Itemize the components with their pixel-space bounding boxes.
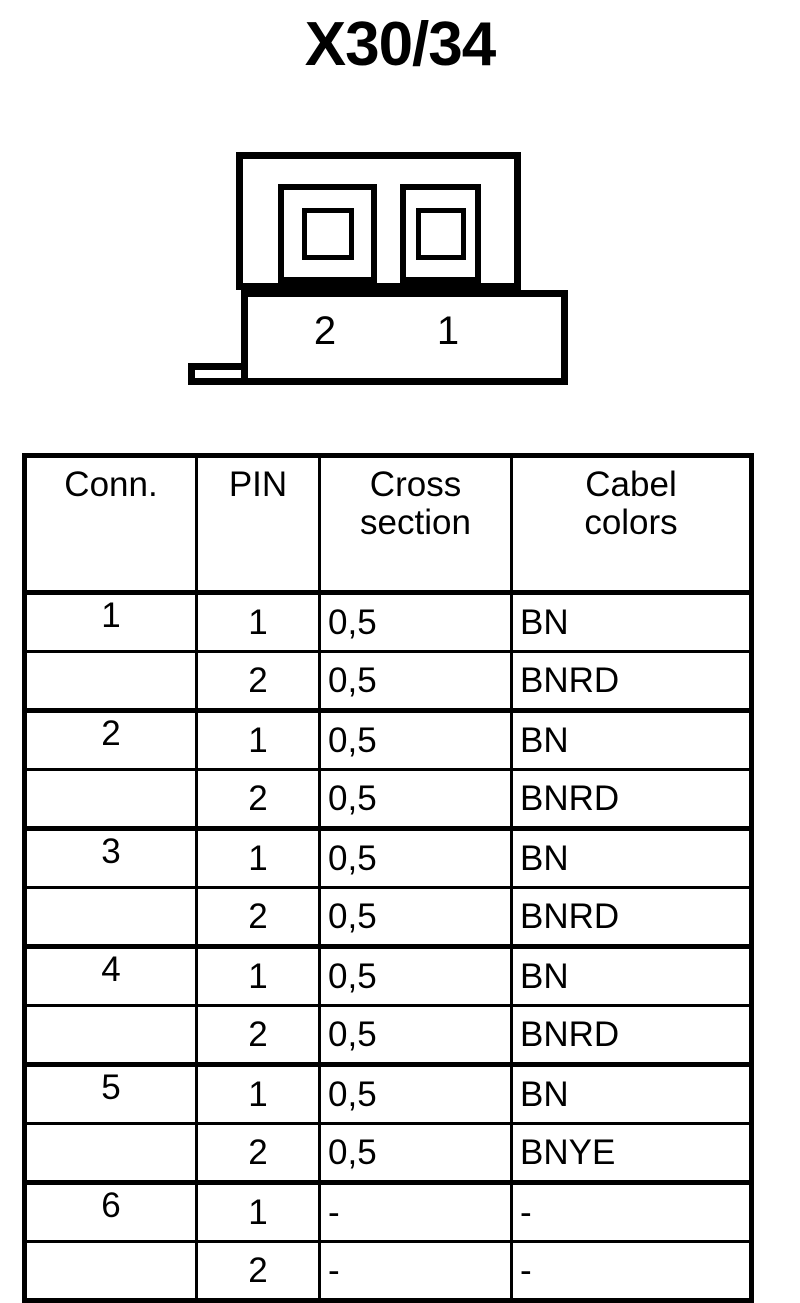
- cell-conn: [22, 1240, 198, 1303]
- cell-cross-section: 0,5: [318, 826, 513, 889]
- cell-cross-section: 0,5: [318, 944, 513, 1007]
- cell-cable-colors: BNRD: [510, 768, 754, 830]
- cell-conn: [22, 886, 198, 948]
- cell-cable-colors: BNYE: [510, 1122, 754, 1184]
- cell-conn: 5: [22, 1062, 198, 1125]
- cell-pin: 2: [195, 886, 321, 948]
- connector-slot-2-contact: [301, 207, 354, 260]
- wiring-table: Conn. PIN Cross section Cabel colors 1 1…: [22, 453, 754, 1303]
- table-header-row: Conn. PIN Cross section Cabel colors: [22, 453, 754, 595]
- cell-conn: 4: [22, 944, 198, 1007]
- cell-cross-section: 0,5: [318, 886, 513, 948]
- connector-slot-1: [400, 184, 481, 283]
- cell-cross-section: 0,5: [318, 650, 513, 712]
- cell-cross-section: -: [318, 1180, 513, 1243]
- cell-pin: 1: [195, 826, 321, 889]
- cell-pin: 1: [195, 1062, 321, 1125]
- cell-conn: [22, 1004, 198, 1066]
- connector-latch-tab: [188, 363, 248, 385]
- cell-conn: 2: [22, 708, 198, 771]
- table-body: 1 1 0,5 BN 2 0,5 BNRD 2 1 0,5 BN 2 0,5 B…: [22, 590, 754, 1303]
- column-header-cable-colors: Cabel colors: [510, 453, 754, 595]
- cell-cable-colors: BN: [510, 944, 754, 1007]
- table-row: 2 1 0,5 BN: [22, 708, 754, 771]
- table-row: 2 0,5 BNRD: [22, 886, 754, 948]
- column-header-cross-section: Cross section: [318, 453, 513, 595]
- cell-pin: 2: [195, 650, 321, 712]
- column-header-cable-colors-line2: colors: [584, 502, 678, 542]
- cell-pin: 2: [195, 1004, 321, 1066]
- cell-cross-section: 0,5: [318, 590, 513, 653]
- column-header-cable-colors-line1: Cabel: [585, 465, 677, 504]
- connector-pin-label-2: 2: [313, 309, 337, 353]
- cell-conn: [22, 768, 198, 830]
- column-header-cross-section-line1: Cross: [369, 465, 462, 504]
- connector-lower-housing: 2 1: [241, 290, 568, 385]
- cell-cable-colors: BNRD: [510, 1004, 754, 1066]
- cell-cross-section: 0,5: [318, 768, 513, 830]
- cell-cable-colors: BN: [510, 590, 754, 653]
- cell-cable-colors: BNRD: [510, 650, 754, 712]
- cell-cable-colors: BNRD: [510, 886, 754, 948]
- connector-diagram: 2 1: [0, 140, 800, 400]
- connector-slot-2: [278, 184, 377, 283]
- cell-conn: 1: [22, 590, 198, 653]
- table-row: 4 1 0,5 BN: [22, 944, 754, 1007]
- cell-cross-section: 0,5: [318, 1004, 513, 1066]
- cell-pin: 1: [195, 1180, 321, 1243]
- connector-pin-label-1: 1: [436, 309, 460, 353]
- table-row: 2 0,5 BNYE: [22, 1122, 754, 1184]
- cell-cable-colors: -: [510, 1240, 754, 1303]
- cell-pin: 2: [195, 768, 321, 830]
- table-row: 2 0,5 BNRD: [22, 650, 754, 712]
- cell-conn: [22, 650, 198, 712]
- connector-slot-1-contact: [415, 207, 466, 260]
- cell-cross-section: -: [318, 1240, 513, 1303]
- table-row: 2 0,5 BNRD: [22, 1004, 754, 1066]
- table-row: 2 - -: [22, 1240, 754, 1303]
- cell-pin: 1: [195, 590, 321, 653]
- cell-pin: 1: [195, 944, 321, 1007]
- table-row: 1 1 0,5 BN: [22, 590, 754, 653]
- cell-conn: 6: [22, 1180, 198, 1243]
- page-title: X30/34: [304, 10, 497, 79]
- column-header-cross-section-line2: section: [360, 502, 471, 542]
- cell-pin: 2: [195, 1240, 321, 1303]
- cell-cable-colors: -: [510, 1180, 754, 1243]
- table-row: 3 1 0,5 BN: [22, 826, 754, 889]
- cell-conn: [22, 1122, 198, 1184]
- cell-cross-section: 0,5: [318, 1122, 513, 1184]
- cell-conn: 3: [22, 826, 198, 889]
- cell-cable-colors: BN: [510, 1062, 754, 1125]
- column-header-conn: Conn.: [22, 453, 198, 595]
- cell-cable-colors: BN: [510, 826, 754, 889]
- table-row: 5 1 0,5 BN: [22, 1062, 754, 1125]
- column-header-pin: PIN: [195, 453, 321, 595]
- table-row: 2 0,5 BNRD: [22, 768, 754, 830]
- cell-cable-colors: BN: [510, 708, 754, 771]
- cell-cross-section: 0,5: [318, 708, 513, 771]
- cell-pin: 1: [195, 708, 321, 771]
- connector-upper-housing: [236, 152, 521, 290]
- table-row: 6 1 - -: [22, 1180, 754, 1243]
- cell-pin: 2: [195, 1122, 321, 1184]
- cell-cross-section: 0,5: [318, 1062, 513, 1125]
